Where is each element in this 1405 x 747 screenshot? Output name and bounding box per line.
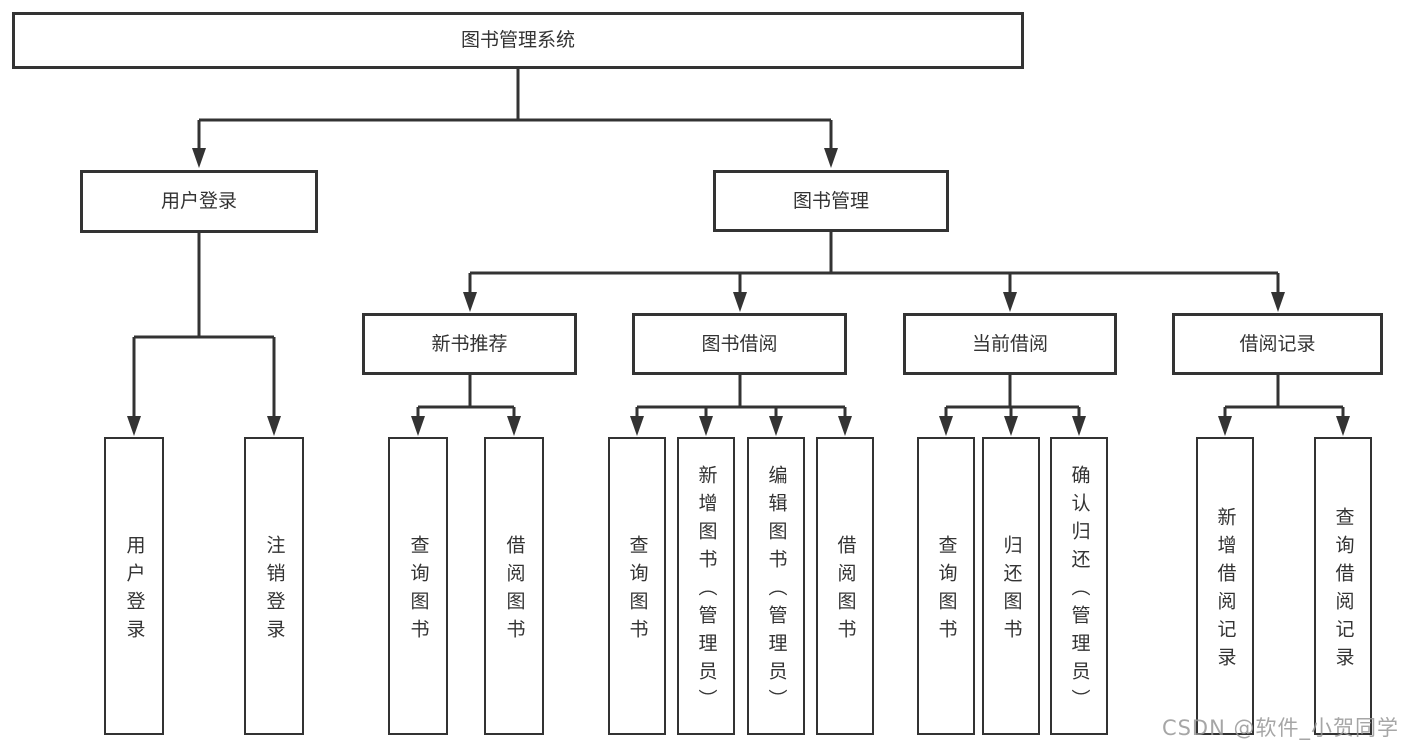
node-library-management-system: 图书管理系统 <box>12 12 1024 69</box>
node-label: 查询图书 <box>407 534 430 647</box>
arrowhead <box>838 416 852 436</box>
node-label: 图书借阅 <box>701 332 778 355</box>
node-current-borrowing: 当前借阅 <box>903 313 1117 375</box>
node-label: 用户登录 <box>123 534 146 647</box>
csdn-watermark: CSDN @软件_小贺同学 <box>1161 716 1399 740</box>
node-label: 确认归还（管理员） <box>1068 464 1091 717</box>
arrowhead <box>1336 416 1350 436</box>
arrowhead <box>1218 416 1232 436</box>
leaf-borrow-books-recommend: 借阅图书 <box>484 437 544 735</box>
leaf-return-books: 归还图书 <box>982 437 1040 735</box>
tree-connectors <box>132 69 1345 421</box>
arrowhead <box>1003 292 1017 312</box>
arrowhead <box>127 416 141 436</box>
node-new-book-recommendation: 新书推荐 <box>362 313 577 375</box>
node-label: 用户登录 <box>160 190 237 213</box>
arrowhead <box>1004 416 1018 436</box>
arrowheads <box>127 148 1350 436</box>
arrowhead <box>733 292 747 312</box>
arrowhead <box>699 416 713 436</box>
node-label: 归还图书 <box>1000 534 1023 647</box>
arrowhead <box>463 292 477 312</box>
leaf-query-books-current: 查询图书 <box>917 437 975 735</box>
node-label: 注销登录 <box>263 534 286 647</box>
arrowhead <box>939 416 953 436</box>
node-label: 借阅记录 <box>1239 332 1316 355</box>
node-label: 借阅图书 <box>503 534 526 647</box>
node-label: 当前借阅 <box>971 332 1048 355</box>
leaf-edit-book-admin: 编辑图书（管理员） <box>747 437 805 735</box>
leaf-confirm-return-admin: 确认归还（管理员） <box>1050 437 1108 735</box>
arrowhead <box>411 416 425 436</box>
arrowhead <box>769 416 783 436</box>
leaf-borrow-books-borrowing: 借阅图书 <box>816 437 874 735</box>
leaf-query-borrow-record: 查询借阅记录 <box>1314 437 1372 735</box>
node-label: 借阅图书 <box>834 534 857 647</box>
node-label: 查询图书 <box>935 534 958 647</box>
node-label: 新书推荐 <box>431 332 508 355</box>
node-label: 新增借阅记录 <box>1214 506 1237 675</box>
leaf-add-book-admin: 新增图书（管理员） <box>677 437 735 735</box>
node-label: 图书管理系统 <box>460 29 575 52</box>
node-label: 查询图书 <box>626 534 649 647</box>
leaf-user-login: 用户登录 <box>104 437 164 735</box>
arrowhead <box>192 148 206 168</box>
node-label: 图书管理 <box>792 189 869 212</box>
arrowhead <box>507 416 521 436</box>
arrowhead <box>630 416 644 436</box>
arrowhead <box>824 148 838 168</box>
leaf-logout: 注销登录 <box>244 437 304 735</box>
leaf-query-books-borrowing: 查询图书 <box>608 437 666 735</box>
node-user-login: 用户登录 <box>80 170 318 233</box>
arrowhead <box>1072 416 1086 436</box>
node-label: 查询借阅记录 <box>1332 506 1355 675</box>
leaf-add-borrow-record: 新增借阅记录 <box>1196 437 1254 735</box>
leaf-query-books-recommend: 查询图书 <box>388 437 448 735</box>
arrowhead <box>1271 292 1285 312</box>
node-label: 新增图书（管理员） <box>695 464 718 717</box>
node-book-borrowing: 图书借阅 <box>632 313 847 375</box>
node-book-management: 图书管理 <box>713 170 949 232</box>
arrowhead <box>267 416 281 436</box>
node-label: 编辑图书（管理员） <box>765 464 788 717</box>
node-borrowing-records: 借阅记录 <box>1172 313 1383 375</box>
